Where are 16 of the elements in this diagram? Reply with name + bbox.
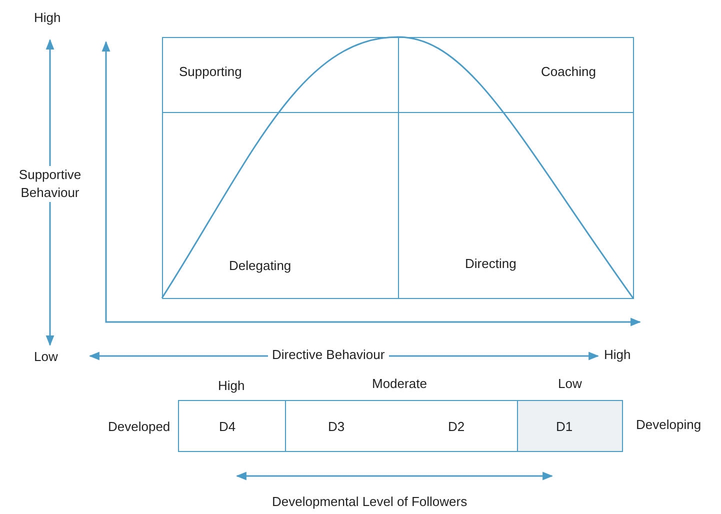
style-label: Directing [465,256,516,271]
level-code: D1 [556,419,573,434]
style-label: Delegating [229,258,292,273]
level-cell [517,400,623,452]
level-code: D2 [448,419,465,434]
level-cell [178,400,286,452]
quadrant-box [162,37,399,113]
style-label: Supporting [179,64,242,79]
level-code: D4 [219,419,236,434]
quadrant-box [162,112,399,299]
level-cell [285,400,518,452]
quadrant-box [398,37,634,113]
axis-title: Directive Behaviour [268,347,389,362]
level-code: D3 [328,419,345,434]
quadrant-box [398,112,634,299]
style-label: Coaching [541,64,596,79]
